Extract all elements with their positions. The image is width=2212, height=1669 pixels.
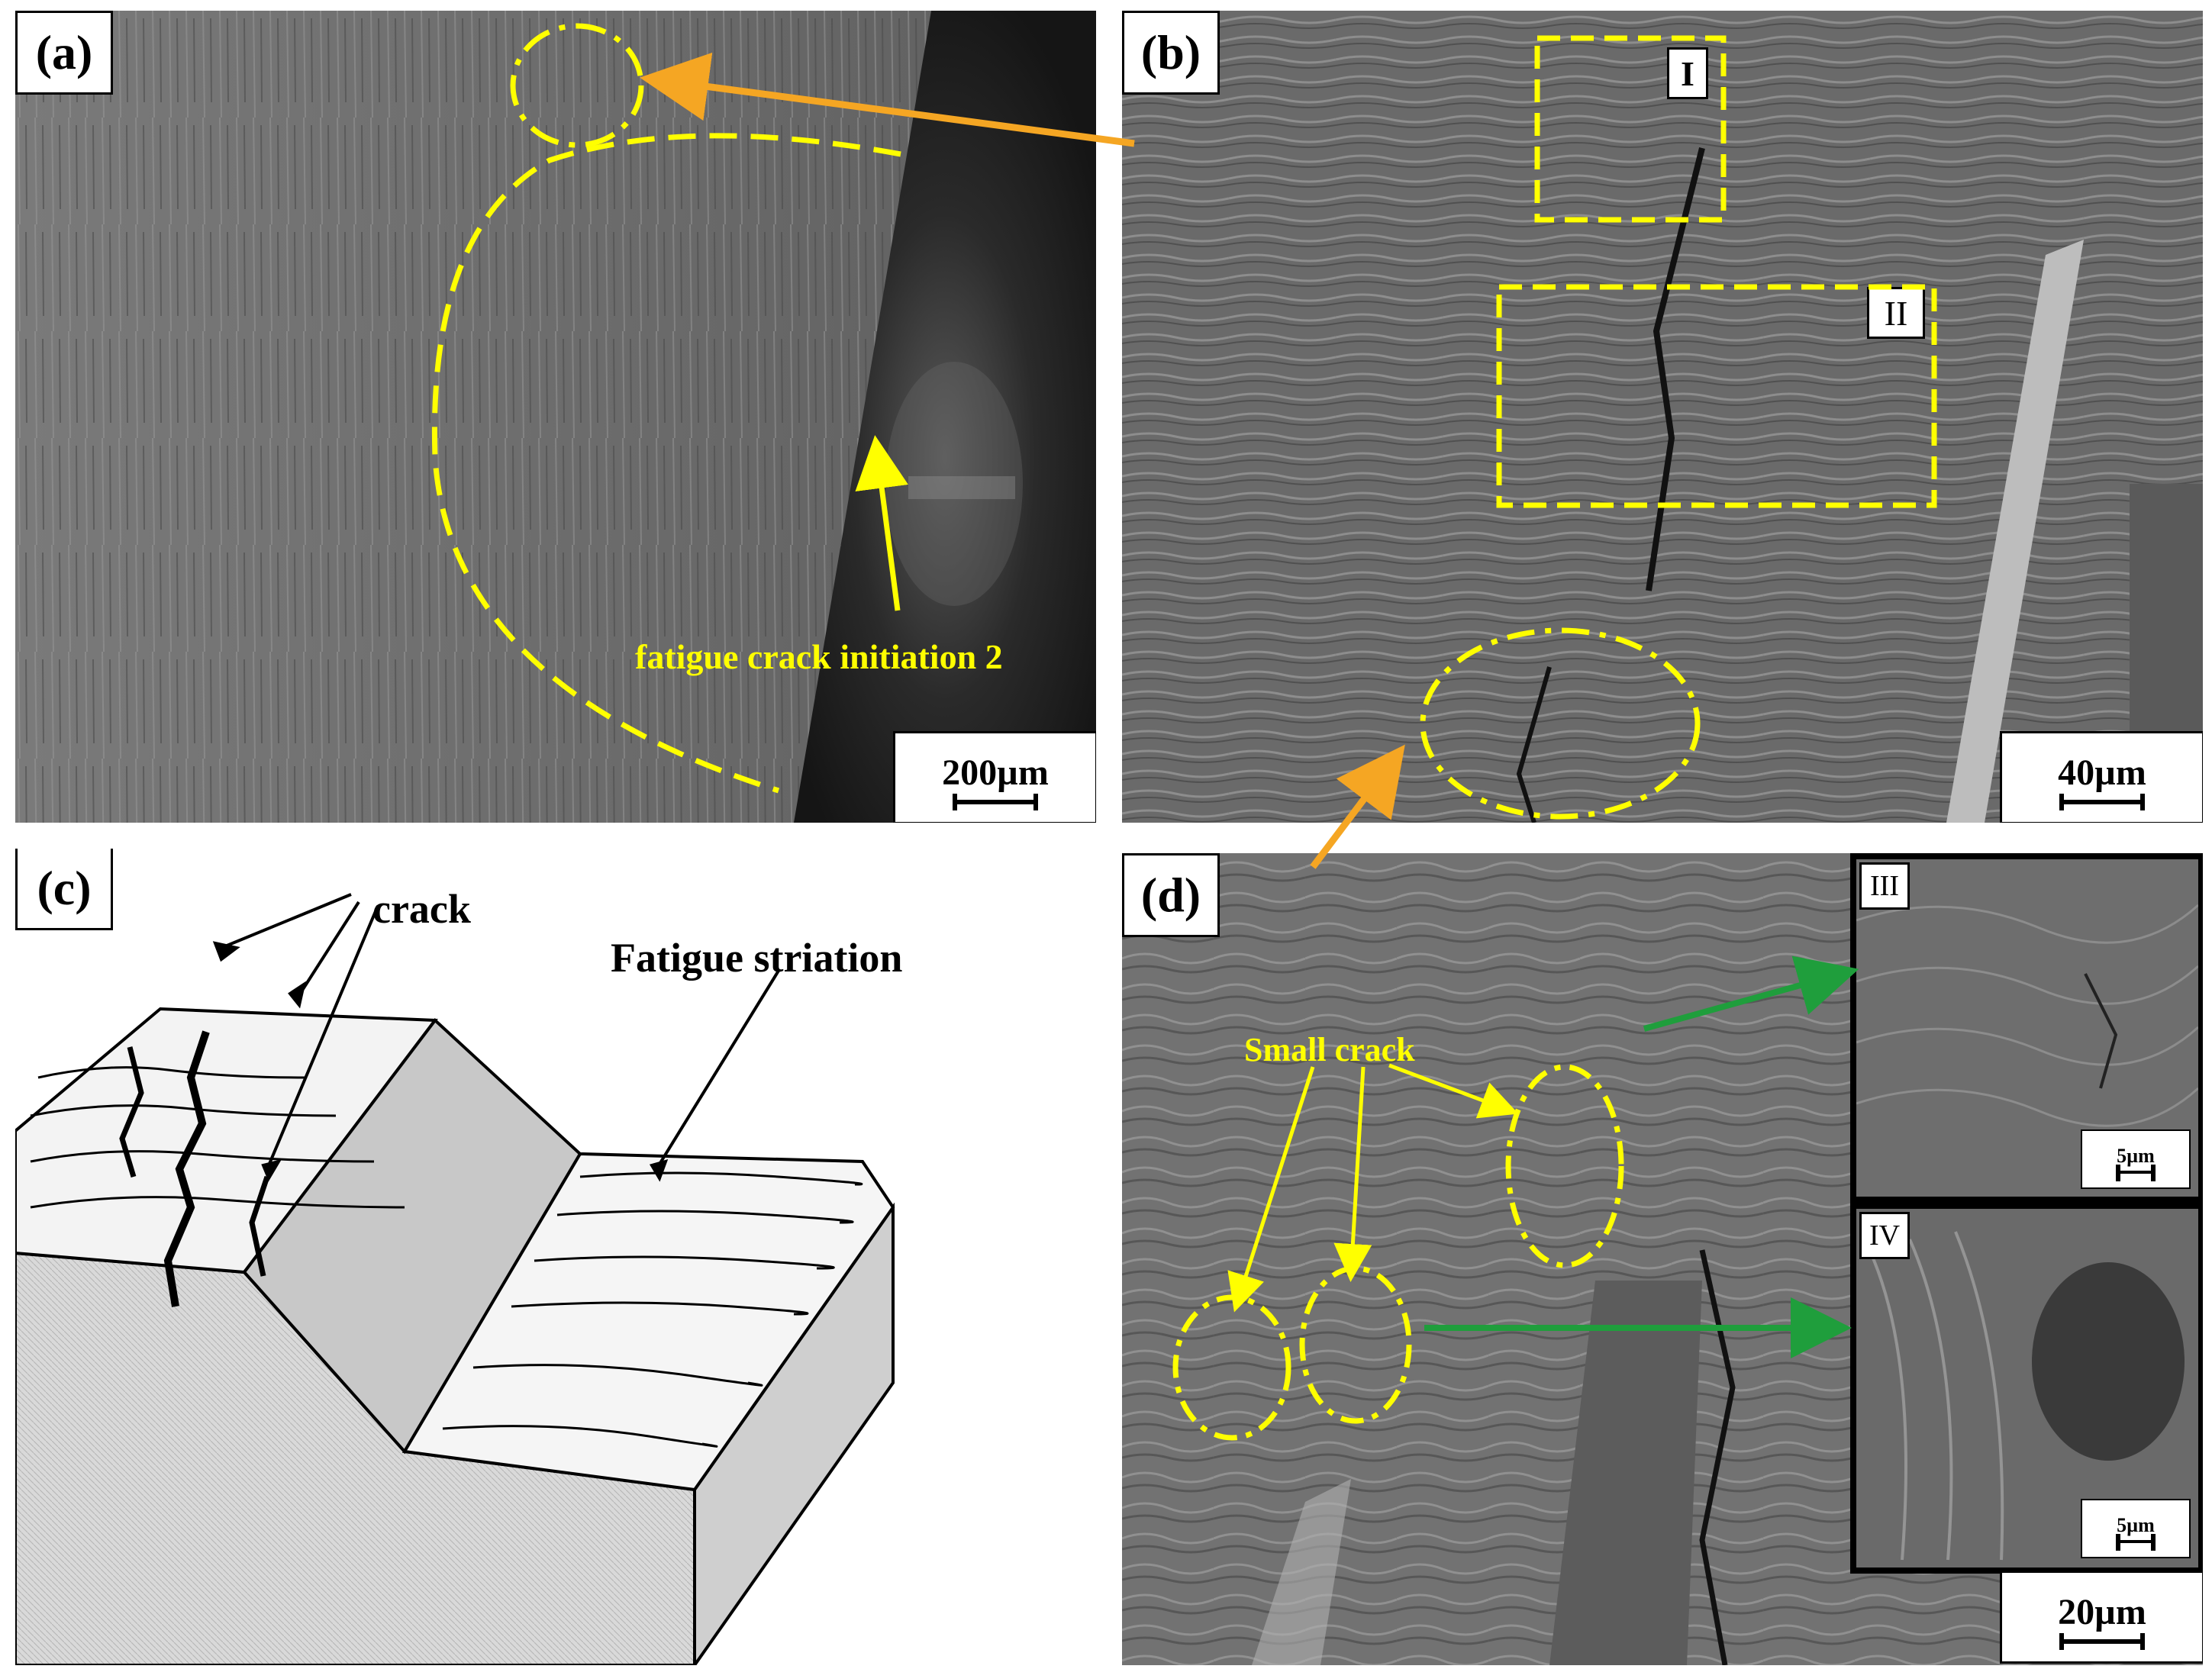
panel-a-scale-bar: 200µm [893,731,1096,823]
inset-iii: III 5µm [1850,853,2203,1203]
crack-label: crack [372,886,471,932]
region-ii-label: II [1867,287,1925,339]
panel-d-scale-label: 20µm [2058,1591,2146,1632]
inset-iii-scale-bar: 5µm [2081,1129,2191,1189]
small-crack-label: Small crack [1244,1031,1415,1068]
panel-d-scale-line [2059,1632,2145,1650]
striation-surface-texture [1122,11,2203,823]
inset-iv-scale-label: 5µm [2117,1514,2155,1536]
panel-a-label: (a) [15,11,113,95]
panel-d-sem-image: (d) Small crack III 5µm [1122,853,2203,1665]
inset-iv-label: IV [1859,1212,1910,1259]
inset-iv-scale-bar: 5µm [2081,1499,2191,1558]
fatigue-striation-label: Fatigue striation [611,935,903,981]
inset-iv-texture [1856,1209,2198,1568]
inset-iv-scale-line [2116,1534,2156,1551]
panel-c-schematic: (c) crack Fatigue striation [15,849,1096,1665]
panel-d-scale-bar: 20µm [2000,1571,2203,1664]
fracture-surface-texture [15,11,1096,823]
panel-b-scale-bar: 40µm [2000,731,2203,823]
panel-d-label: (d) [1122,853,1220,937]
panel-a-scale-label: 200µm [942,752,1049,793]
panel-b-label: (b) [1122,11,1220,95]
inset-iii-label: III [1859,862,1910,910]
panel-a-scale-line [953,793,1038,810]
panel-b-scale-label: 40µm [2058,752,2146,793]
fatigue-crack-initiation-label: fatigue crack initiation 2 [635,637,1003,676]
panel-b-sem-image: (b) I II 40µm [1122,11,2203,823]
panel-b-scale-line [2059,793,2145,810]
inset-iii-scale-line [2116,1165,2156,1181]
inset-iv: IV 5µm [1850,1203,2203,1574]
region-i-label: I [1667,47,1708,99]
panel-a-sem-image: (a) fatigue crack initiation 2 200µm [15,11,1096,823]
inset-iii-scale-label: 5µm [2117,1145,2155,1167]
fatigue-striation-diagram [15,893,895,1665]
panel-c-label: (c) [15,849,113,930]
